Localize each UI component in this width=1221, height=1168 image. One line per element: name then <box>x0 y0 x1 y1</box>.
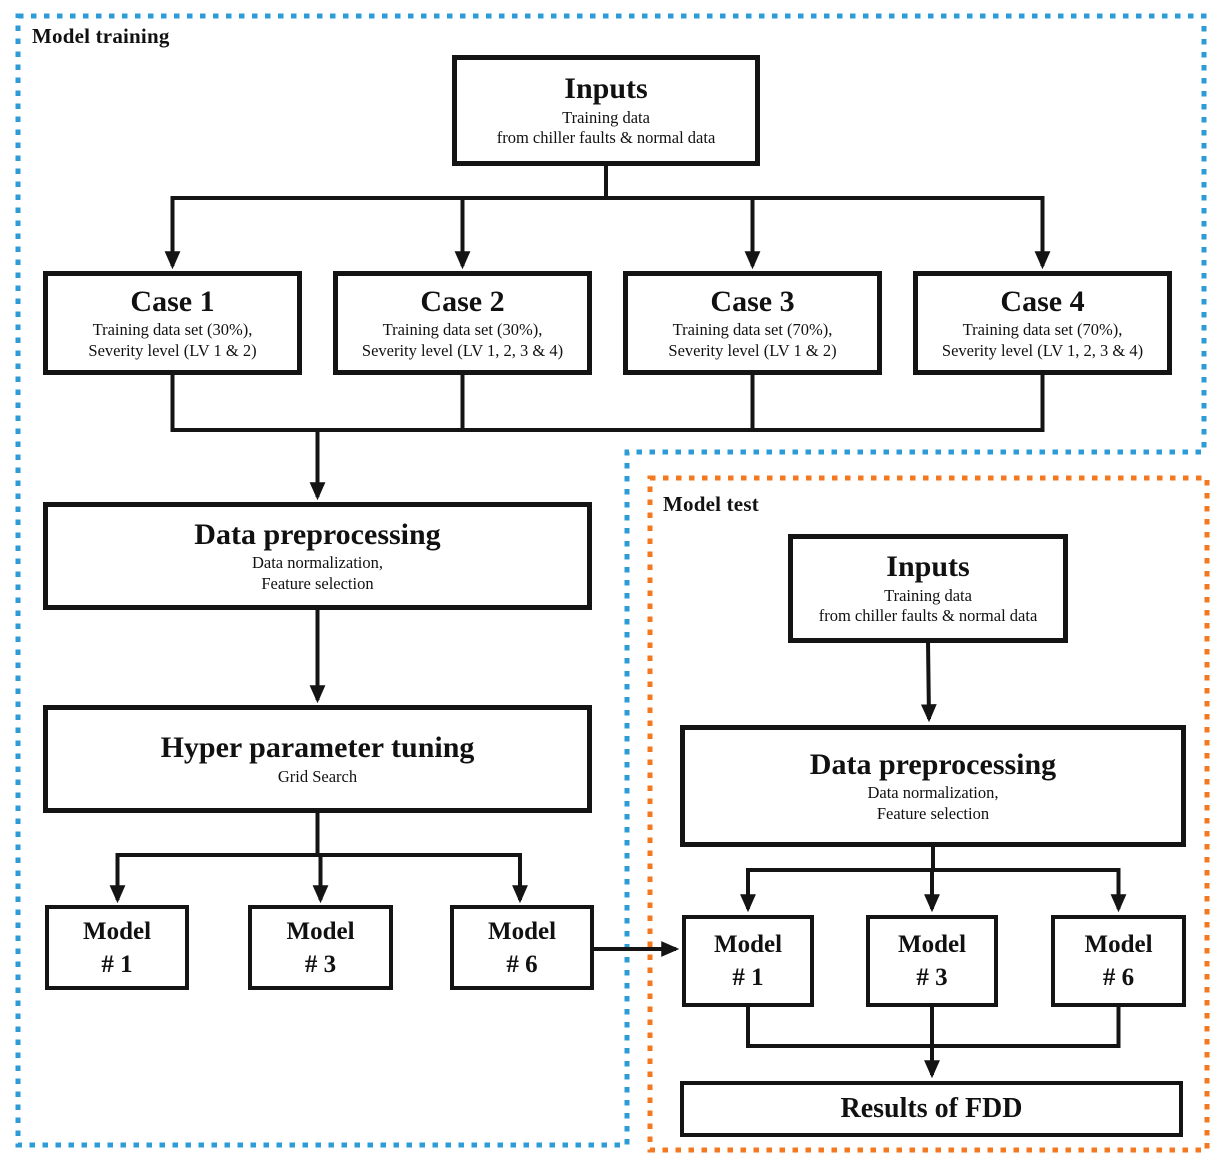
box-title: Case 3 <box>710 284 795 318</box>
box-subtitle: Training data set (70%), Severity level … <box>668 320 837 360</box>
box-subtitle: Training data from chiller faults & norm… <box>818 585 1038 626</box>
box-title: Inputs <box>886 550 970 584</box>
training-region-border <box>15 13 1207 1148</box>
training-inputs-box: Inputs Training data from chiller faults… <box>452 55 760 166</box>
training-model-3-box: Model # 3 <box>248 905 393 990</box>
test-model-3-box: Model # 3 <box>866 915 998 1007</box>
flow-connectors <box>109 166 1127 1079</box>
line-test-model-collect-drops <box>746 1005 1121 1046</box>
box-subtitle: Training data set (70%), Severity level … <box>941 320 1144 360</box>
box-title: Case 4 <box>1000 284 1085 318</box>
training-model-1-box: Model # 1 <box>45 905 189 990</box>
arrow-to-test-preprocessing <box>920 640 937 723</box>
hyper-parameter-tuning-box: Hyper parameter tuning Grid Search <box>43 705 592 813</box>
box-subtitle: Data normalization, Feature selection <box>251 553 384 593</box>
test-inputs-box: Inputs Training data from chiller faults… <box>788 534 1068 643</box>
box-title: Inputs <box>564 72 648 106</box>
box-title: Data preprocessing <box>194 517 441 551</box>
box-title: Results of FDD <box>840 1092 1023 1124</box>
case-2-box: Case 2 Training data set (30%), Severity… <box>333 271 592 375</box>
box-subtitle: Training data from chiller faults & norm… <box>496 107 716 148</box>
test-model-6-box: Model # 6 <box>1051 915 1186 1007</box>
case-1-box: Case 1 Training data set (30%), Severity… <box>43 271 302 375</box>
test-preprocessing-box: Data preprocessing Data normalization, F… <box>680 725 1186 847</box>
box-subtitle: Data normalization, Feature selection <box>867 783 999 823</box>
results-of-fdd-box: Results of FDD <box>680 1081 1183 1137</box>
box-title: Hyper parameter tuning <box>160 730 475 764</box>
box-subtitle: Training data set (30%), Severity level … <box>88 320 257 360</box>
box-title: Data preprocessing <box>809 747 1057 781</box>
case-3-box: Case 3 Training data set (70%), Severity… <box>623 271 882 375</box>
test-region-border <box>647 475 1210 1153</box>
line-case-collect-drops <box>170 373 1045 430</box>
training-model-6-box: Model # 6 <box>450 905 594 990</box>
case-4-box: Case 4 Training data set (70%), Severity… <box>913 271 1172 375</box>
training-preprocessing-box: Data preprocessing Data normalization, F… <box>43 502 592 610</box>
box-subtitle: Training data set (30%), Severity level … <box>361 320 564 360</box>
training-region-label: Model training <box>32 24 170 48</box>
test-model-1-box: Model # 1 <box>682 915 814 1007</box>
test-region-label: Model test <box>663 492 759 516</box>
box-title: Case 2 <box>420 284 505 318</box>
box-subtitle: Grid Search <box>277 766 358 786</box>
box-title: Case 1 <box>130 284 215 318</box>
